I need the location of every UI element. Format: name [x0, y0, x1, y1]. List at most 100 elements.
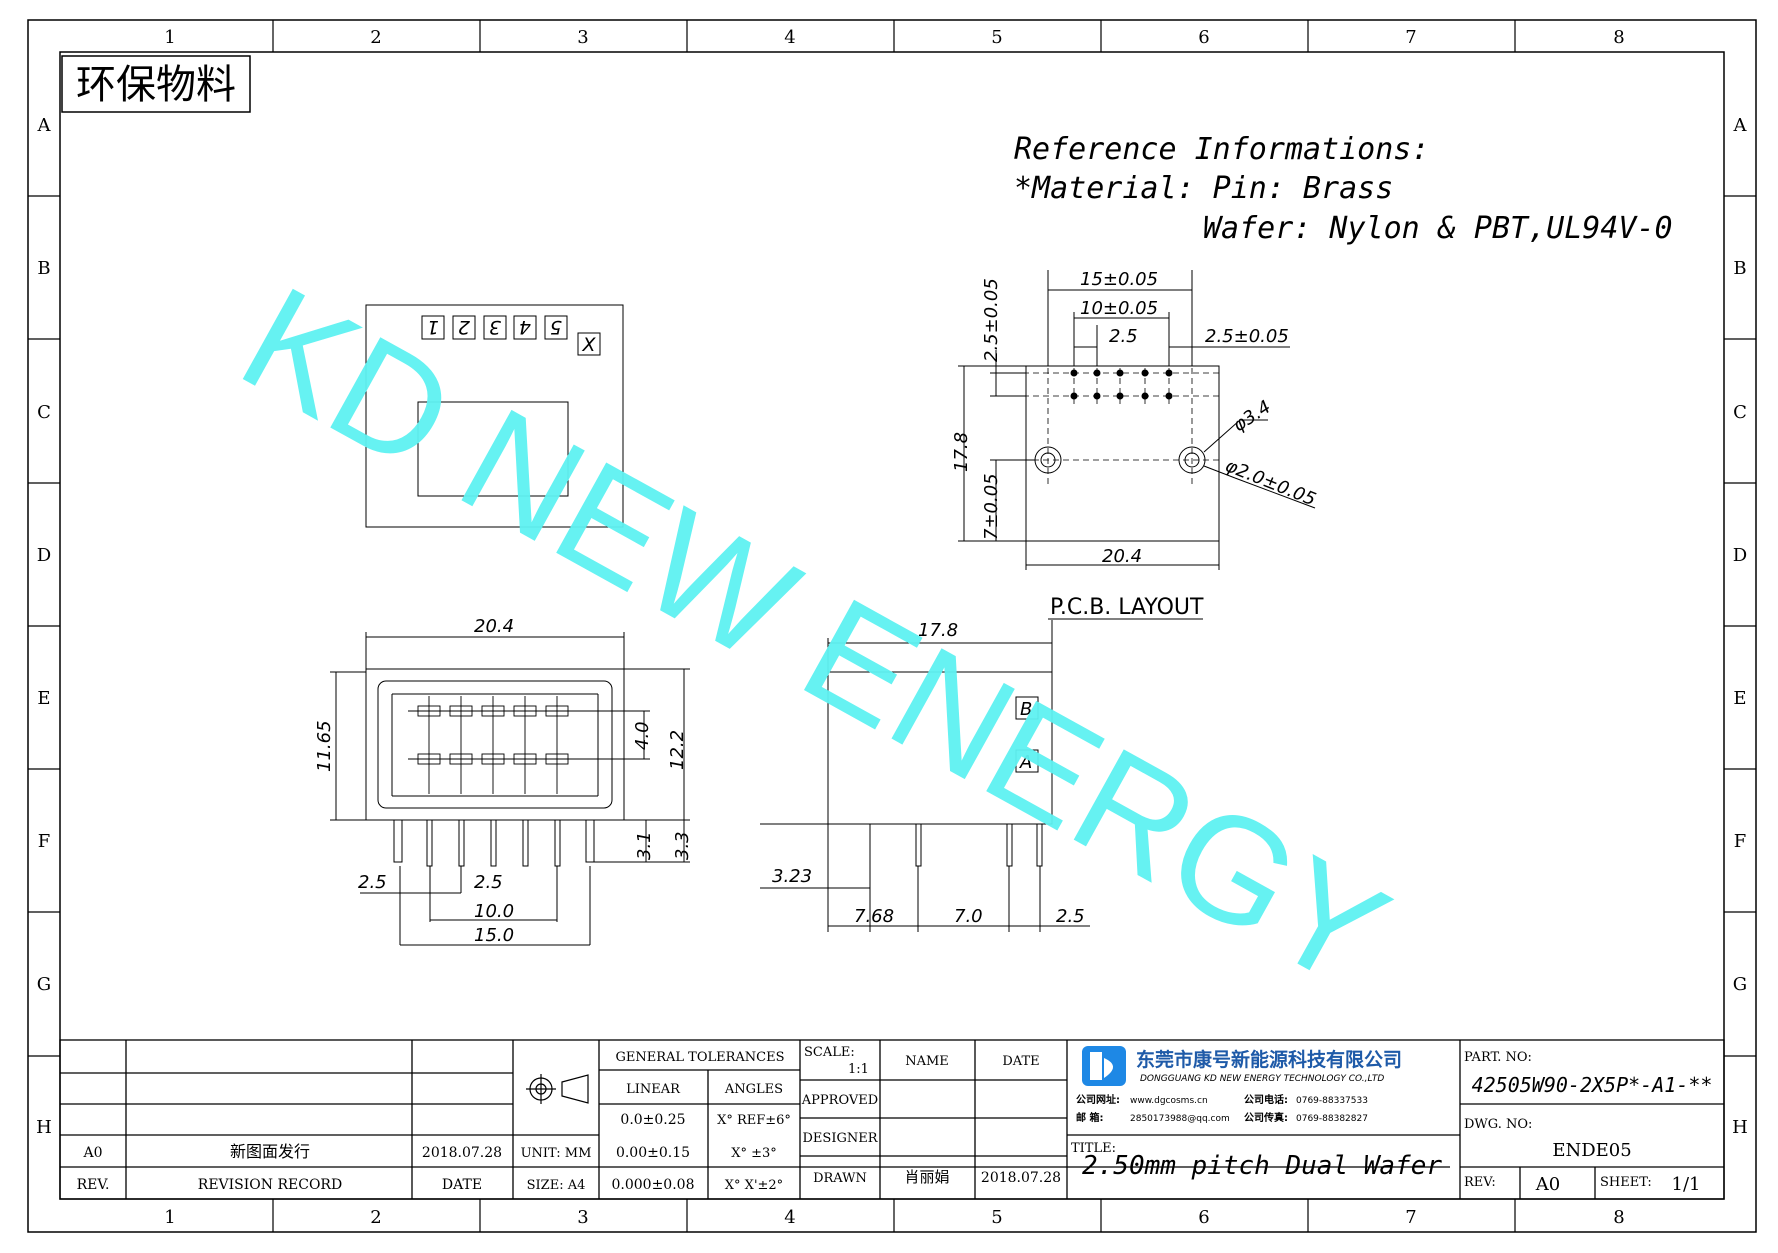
- dim-4-0: 4.0: [632, 721, 653, 750]
- size-label: SIZE: A4: [527, 1178, 586, 1193]
- row-label-g-r: G: [1733, 974, 1747, 995]
- company-name-en: DONGGUANG KD NEW ENERGY TECHNOLOGY CO.,L…: [1140, 1074, 1384, 1084]
- rev-date-1: 2018.07.28: [422, 1145, 502, 1161]
- zone-grid: [28, 20, 1756, 1232]
- drawn-name: 肖丽娟: [904, 1168, 949, 1186]
- dwg-no-label: DWG. NO:: [1464, 1117, 1532, 1132]
- rev-value: A0: [1535, 1174, 1560, 1195]
- pcb-layout-drawing: [958, 270, 1316, 620]
- approved-label: APPROVED: [801, 1093, 878, 1108]
- dim-2-5-tol: 2.5±0.05: [1205, 326, 1289, 347]
- zone-labels: 1 2 3 4 5 6 7 8 1 2 3 4 5 6 7 8 A B C D …: [36, 27, 1748, 1228]
- top-view-labels: 1 2 3 4 5 X: [427, 316, 597, 356]
- dim-side-17-8: 17.8: [918, 620, 958, 641]
- dim-front-20-4: 20.4: [474, 616, 514, 637]
- date-col-header: DATE: [442, 1177, 482, 1193]
- pin-label-1: 1: [427, 316, 439, 338]
- tol-linear-3: 0.000±0.08: [612, 1177, 695, 1193]
- front-view: [330, 632, 690, 946]
- tol-angle-1: X° REF±6°: [717, 1113, 791, 1128]
- email-value: 2850173988@qq.com: [1130, 1114, 1230, 1124]
- col-label-7b: 7: [1405, 1207, 1416, 1228]
- company-name-cn: 东莞市康号新能源科技有限公司: [1136, 1048, 1402, 1071]
- part-no-value: 42505W90-2X5P*-A1-**: [1472, 1073, 1713, 1097]
- side-view-labels: 17.8 3.23 7.68 7.0 2.5 B A: [772, 620, 1085, 927]
- row-label-f-r: F: [1734, 831, 1747, 852]
- row-label-h: H: [36, 1117, 52, 1138]
- company-info: 东莞市康号新能源科技有限公司 DONGGUANG KD NEW ENERGY T…: [1076, 1048, 1402, 1124]
- rev-col-header: REV.: [77, 1177, 110, 1193]
- row-label-d: D: [37, 545, 51, 566]
- fax-label: 公司传真:: [1244, 1111, 1288, 1124]
- pcb-layout-labels: 15±0.05 10±0.05 2.5 2.5±0.05 2.5±0.05 17…: [951, 269, 1319, 620]
- website-value: www.dgcosms.cn: [1130, 1096, 1208, 1106]
- title-block-text: A0 新图面发行 2018.07.28 REV. REVISION RECORD…: [77, 1045, 1713, 1195]
- col-label-3b: 3: [577, 1207, 588, 1228]
- col-label-1: 1: [164, 27, 175, 48]
- reference-material: *Material: Pin: Brass: [1014, 171, 1393, 206]
- pin-label-3: 3: [489, 316, 501, 338]
- tol-angle-2: X° ±3°: [731, 1146, 777, 1161]
- row-label-e: E: [37, 688, 50, 709]
- dim-17-8: 17.8: [951, 432, 972, 472]
- row-b-marker: B: [1020, 699, 1032, 720]
- top-view: [365, 304, 624, 528]
- eco-stamp: 环保物料: [61, 55, 251, 113]
- part-no-label: PART. NO:: [1464, 1050, 1532, 1065]
- col-label-4: 4: [784, 27, 795, 48]
- pin-label-4: 4: [519, 316, 531, 338]
- drawn-label: DRAWN: [813, 1171, 867, 1186]
- row-label-c: C: [37, 402, 51, 423]
- dim-20-4: 20.4: [1102, 546, 1142, 567]
- front-view-labels: 20.4 11.65 4.0 12.2 3.1 3.3 2.5 2.5 10.0…: [314, 616, 693, 946]
- rev-record-1: 新图面发行: [230, 1142, 310, 1161]
- col-label-2b: 2: [370, 1207, 381, 1228]
- col-label-6b: 6: [1198, 1207, 1209, 1228]
- col-label-1b: 1: [164, 1207, 175, 1228]
- col-label-5b: 5: [991, 1207, 1002, 1228]
- designer-label: DESIGNER: [803, 1131, 879, 1146]
- dim-pitch-b: 2.5: [474, 872, 503, 893]
- dwg-no-value: ENDE05: [1552, 1140, 1631, 1161]
- dim-2-5: 2.5: [1109, 326, 1138, 347]
- dim-pitch-a: 2.5: [358, 872, 387, 893]
- general-tolerances: GENERAL TOLERANCES: [615, 1050, 784, 1065]
- phone-value: 0769-88337533: [1296, 1096, 1368, 1106]
- dim-3-3: 3.3: [672, 831, 693, 860]
- col-label-6: 6: [1198, 27, 1209, 48]
- row-a-marker: A: [1019, 752, 1032, 773]
- rev-a0: A0: [82, 1145, 102, 1161]
- reference-title: Reference Informations:: [1014, 132, 1429, 167]
- dim-2-5-vert: 2.5±0.05: [981, 278, 1002, 362]
- fax-value: 0769-88382827: [1296, 1114, 1368, 1124]
- unit-label: UNIT: MM: [521, 1146, 592, 1161]
- linear-label: LINEAR: [626, 1082, 681, 1097]
- phone-label: 公司电话:: [1244, 1093, 1288, 1106]
- dim-11-65: 11.65: [314, 720, 335, 772]
- col-label-5: 5: [991, 27, 1002, 48]
- drawing-title: 2.50mm pitch Dual Wafer: [1082, 1151, 1442, 1181]
- tol-angle-3: X° X'±2°: [725, 1178, 783, 1193]
- tol-linear-1: 0.0±0.25: [620, 1112, 685, 1128]
- reference-notes: Reference Informations: *Material: Pin: …: [1014, 132, 1673, 246]
- col-label-2: 2: [370, 27, 381, 48]
- name-col-header: NAME: [905, 1054, 949, 1069]
- pin-label-2: 2: [458, 316, 470, 338]
- dim-12-2: 12.2: [667, 730, 688, 770]
- projection-symbol: [526, 1074, 589, 1104]
- dim-15: 15±0.05: [1080, 269, 1158, 290]
- dim-phi-3-4: φ3.4: [1229, 397, 1274, 437]
- title-block: [59, 1039, 1725, 1200]
- dim-15-0: 15.0: [474, 925, 514, 946]
- row-label-b-r: B: [1733, 258, 1746, 279]
- title-label: TITLE:: [1071, 1141, 1116, 1156]
- tol-linear-2: 0.00±0.15: [616, 1145, 690, 1161]
- row-label-a: A: [37, 115, 52, 136]
- side-view: [760, 620, 1090, 932]
- dim-7: 7±0.05: [981, 473, 1002, 540]
- row-label-d-r: D: [1733, 545, 1747, 566]
- dim-side-2-5: 2.5: [1056, 906, 1085, 927]
- dim-10: 10±0.05: [1080, 298, 1158, 319]
- col-label-3: 3: [577, 27, 588, 48]
